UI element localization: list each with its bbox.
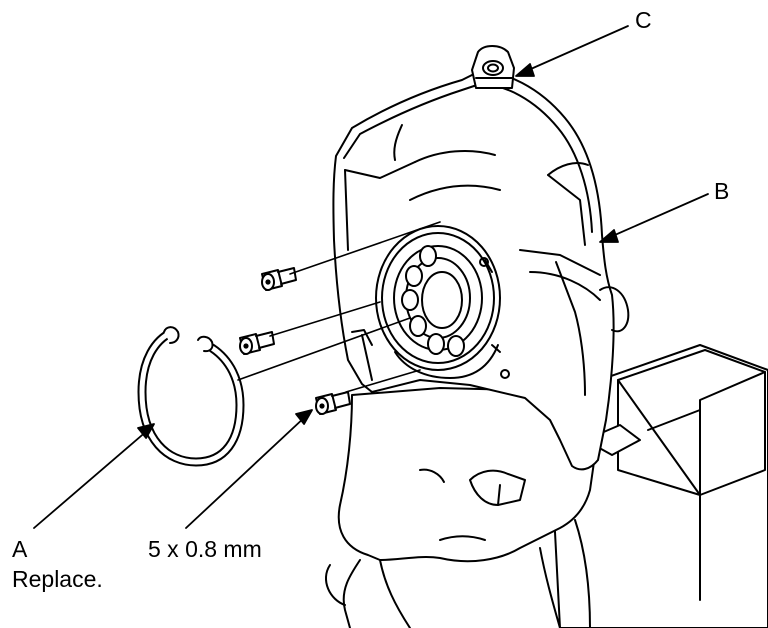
wheel-bearing [375, 225, 501, 379]
bolt-spec-label: 5 x 0.8 mm [148, 536, 262, 562]
snap-ring [137, 326, 245, 467]
callout-b-label: B [714, 178, 730, 204]
mounting-tab [471, 45, 515, 89]
reference-lines [237, 221, 441, 393]
callout-a-note: Replace. [12, 566, 103, 592]
callout-a-label: A [12, 536, 28, 562]
callout-c-label: C [635, 7, 652, 33]
knuckle-body [325, 387, 602, 628]
flange-bolt-middle [239, 331, 275, 355]
flange-bolt-upper [261, 267, 297, 291]
flange-bolt-lower [315, 391, 351, 415]
callout-leaders [33, 25, 709, 529]
